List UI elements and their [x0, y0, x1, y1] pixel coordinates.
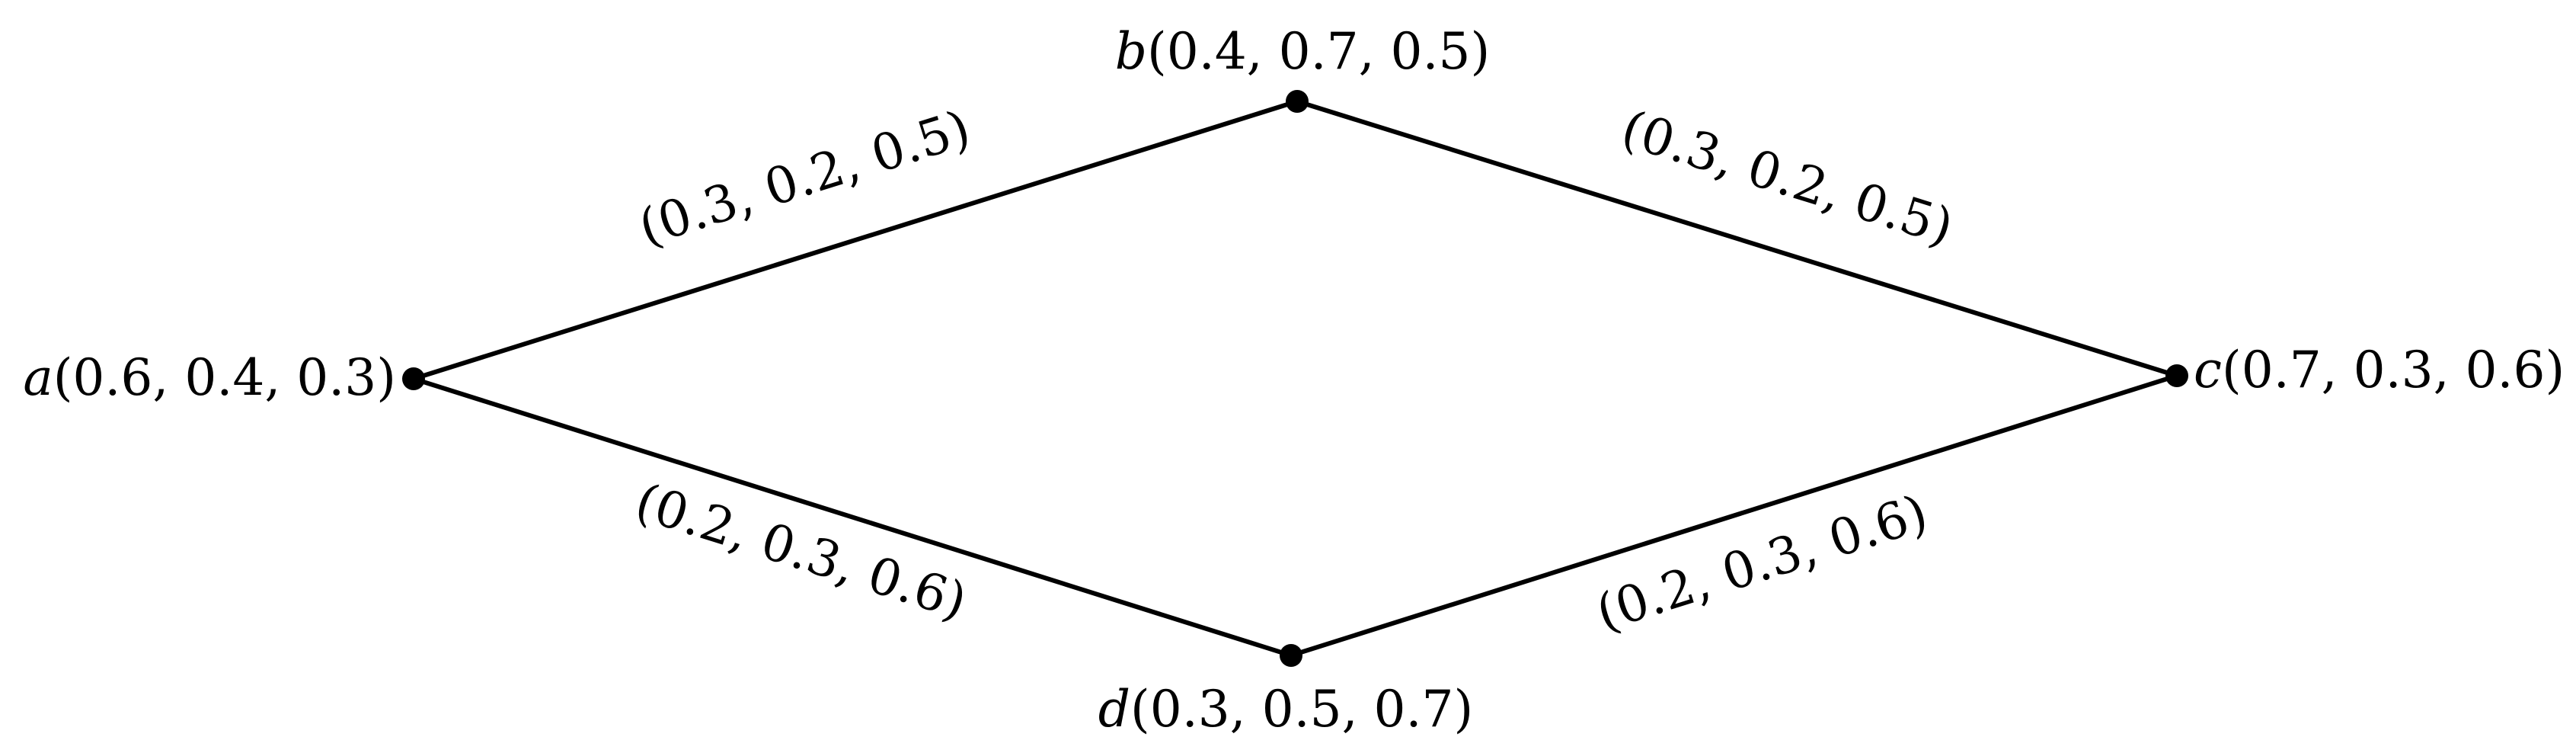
vertex-a-values: (0.6, 0.4, 0.3)	[53, 348, 396, 407]
vertex-d-name: d	[1098, 680, 1130, 739]
vertex-label-d: d(0.3, 0.5, 0.7)	[1098, 680, 1474, 739]
vertex-d-values: (0.3, 0.5, 0.7)	[1130, 680, 1473, 739]
edge-d-c	[1289, 373, 2179, 658]
vertex-c-dot	[2165, 364, 2188, 387]
edge-label-b-c: (0.3, 0.2, 0.5)	[1615, 99, 1960, 257]
vertex-label-a: a(0.6, 0.4, 0.3)	[23, 348, 396, 407]
edge-label-a-d: (0.2, 0.3, 0.6)	[628, 472, 973, 631]
edge-label-a-b: (0.3, 0.2, 0.5)	[632, 98, 977, 257]
vertex-c-name: c	[2194, 341, 2222, 399]
vertex-d-dot	[1280, 644, 1302, 667]
vertex-label-c: c(0.7, 0.3, 0.6)	[2194, 341, 2565, 399]
vertex-a-name: a	[23, 348, 53, 407]
vertex-c-values: (0.7, 0.3, 0.6)	[2222, 341, 2565, 399]
edge-a-b	[411, 99, 1299, 381]
edge-a-d	[411, 376, 1293, 658]
edge-b-c	[1295, 99, 2179, 378]
vertex-b-dot	[1286, 90, 1309, 113]
vertex-a-dot	[402, 367, 425, 390]
vertex-b-values: (0.4, 0.7, 0.5)	[1147, 22, 1490, 81]
vertex-b-name: b	[1115, 22, 1147, 81]
vertex-label-b: b(0.4, 0.7, 0.5)	[1115, 22, 1491, 81]
